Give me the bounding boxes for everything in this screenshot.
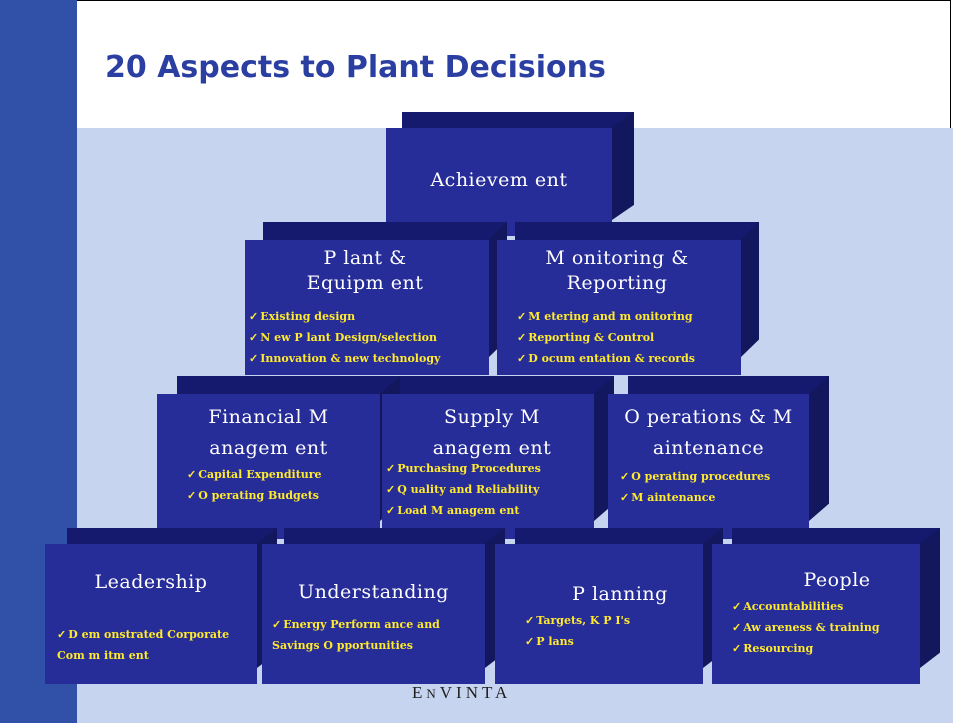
block-title: P lanning	[572, 583, 668, 605]
list-item: D ocum entation & records	[517, 348, 695, 369]
block-title: O perations & M aintenance	[624, 406, 793, 459]
list-item: Q uality and Reliability	[386, 479, 541, 500]
list-item: D em onstrated Corporate Com m itm ent	[57, 624, 247, 666]
list-item: Purchasing Procedures	[386, 458, 541, 479]
block-face: Achievem ent	[386, 128, 612, 236]
block-title: P lant & Equipm ent	[306, 247, 424, 294]
block-title: Achievem ent	[430, 169, 568, 191]
list-item: Aw areness & training	[732, 617, 879, 638]
block-title: Leadership	[94, 571, 208, 593]
block-title: People	[803, 569, 871, 591]
list-item: Targets, K P I's	[525, 610, 630, 631]
block-title: M onitoring & Reporting	[545, 247, 689, 294]
block-people: People Accountabilities Aw areness & tra…	[712, 528, 940, 684]
block-planning: P lanning Targets, K P I's P lans	[495, 528, 723, 684]
block-financial-management: Financial M anagem ent Capital Expenditu…	[157, 376, 400, 539]
block-title: Financial M anagem ent	[208, 406, 329, 459]
list-item: M etering and m onitoring	[517, 306, 695, 327]
list-item: Innovation & new technology	[249, 348, 440, 369]
item-list: Purchasing Procedures Q uality and Relia…	[386, 458, 541, 521]
item-list: Existing design N ew P lant Design/selec…	[249, 306, 440, 369]
item-list: Energy Perform ance and Savings O pportu…	[272, 614, 477, 656]
logo-letters: VINTA	[439, 683, 512, 702]
item-list: D em onstrated Corporate Com m itm ent	[57, 624, 247, 666]
logo-letter: E	[412, 683, 427, 702]
list-item: N ew P lant Design/selection	[249, 327, 440, 348]
list-item: O perating procedures	[620, 466, 770, 487]
item-list: Accountabilities Aw areness & training R…	[732, 596, 880, 659]
list-item: Existing design	[249, 306, 440, 327]
list-item: M aintenance	[620, 487, 770, 508]
list-item: Resourcing	[732, 638, 880, 659]
envinta-logo: ENVINTA	[412, 683, 511, 703]
block-title: Supply M anagem ent	[432, 406, 552, 459]
list-item: O perating Budgets	[187, 485, 322, 506]
block-achievement: Achievem ent	[386, 112, 634, 236]
item-list: Targets, K P I's P lans	[525, 610, 630, 652]
list-item: Load M anagem ent	[386, 500, 541, 521]
logo-letter: N	[426, 686, 440, 701]
block-supply-management: Supply M anagem ent Purchasing Procedure…	[382, 376, 614, 539]
item-list: O perating procedures M aintenance	[620, 466, 770, 508]
item-list: Capital Expenditure O perating Budgets	[187, 464, 322, 506]
block-leadership: Leadership D em onstrated Corporate Com …	[45, 528, 277, 684]
slide-title: 20 Aspects to Plant Decisions	[105, 50, 606, 85]
block-plant-equipment: P lant & Equipm ent Existing design N ew…	[245, 222, 507, 375]
block-operations-maintenance: O perations & M aintenance O perating pr…	[608, 376, 829, 539]
list-item: Reporting & Control	[517, 327, 695, 348]
list-item: Energy Perform ance and Savings O pportu…	[272, 614, 477, 656]
block-understanding: Understanding Energy Perform ance and Sa…	[262, 528, 505, 684]
block-title: Understanding	[298, 581, 449, 603]
list-item: Accountabilities	[732, 596, 880, 617]
block-monitoring-reporting: M onitoring & Reporting M etering and m …	[497, 222, 759, 375]
item-list: M etering and m onitoring Reporting & Co…	[517, 306, 695, 369]
list-item: P lans	[525, 631, 630, 652]
list-item: Capital Expenditure	[187, 464, 321, 485]
